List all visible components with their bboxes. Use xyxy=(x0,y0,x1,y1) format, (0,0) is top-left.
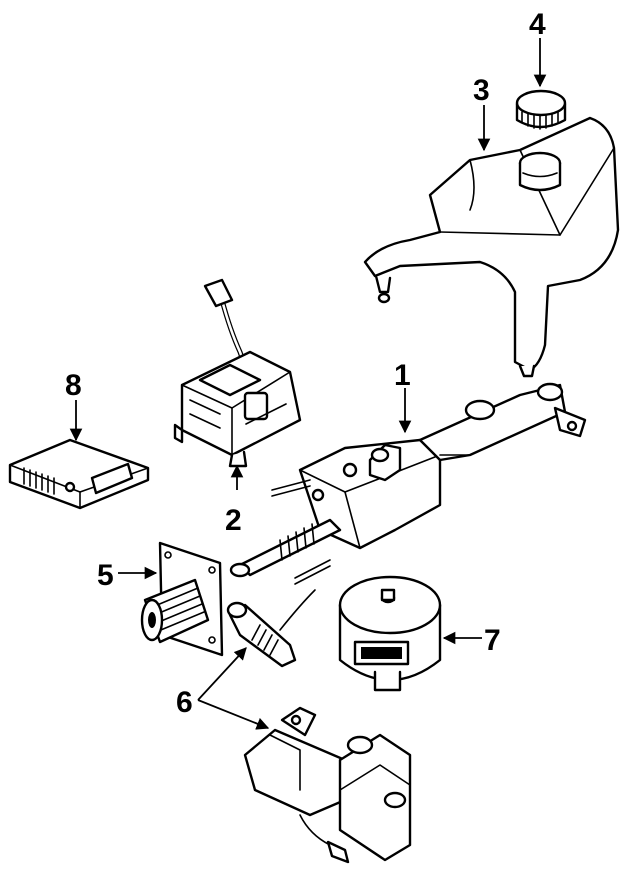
fluid-reservoir xyxy=(363,116,620,378)
hydraulic-modulator xyxy=(173,278,302,468)
accumulator xyxy=(338,575,442,692)
leader-6a xyxy=(197,647,247,701)
callout-2: 2 xyxy=(225,504,242,537)
callout-8: 8 xyxy=(65,369,82,402)
pressure-switch xyxy=(226,589,316,668)
pump-motor xyxy=(243,706,412,864)
callout-4: 4 xyxy=(529,8,546,41)
callout-6: 6 xyxy=(176,686,193,719)
callout-1: 1 xyxy=(394,359,411,392)
reservoir-cap xyxy=(515,89,567,130)
booster-boot xyxy=(140,541,224,657)
callout-7: 7 xyxy=(484,624,501,657)
callout-3: 3 xyxy=(473,74,490,107)
control-module xyxy=(8,438,150,510)
leader-6b xyxy=(197,699,270,730)
master-cylinder-assembly xyxy=(229,382,587,585)
callout-5: 5 xyxy=(97,559,114,592)
